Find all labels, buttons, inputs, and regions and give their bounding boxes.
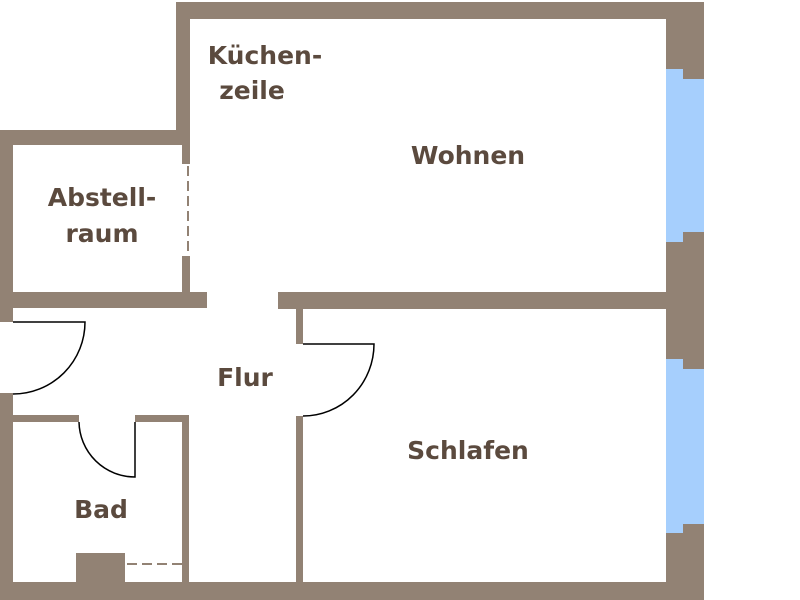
bath-top-wall-left <box>13 415 79 422</box>
bathroom-door[interactable] <box>78 421 136 478</box>
hallway-label: Flur <box>217 363 273 392</box>
storage-label-line1: Abstell- <box>48 183 157 212</box>
window-bedroom <box>666 359 704 533</box>
bath-top-wall-right <box>135 415 189 422</box>
storage-label-line2: raum <box>65 219 138 248</box>
kitchen-left-wall <box>176 2 190 145</box>
storage-right-wall-top <box>182 144 190 164</box>
bedroom-label: Schlafen <box>407 436 529 465</box>
top-wall <box>176 2 704 19</box>
storage-right-wall-bottom <box>182 256 190 296</box>
left-wall-lower <box>0 393 13 600</box>
left-wall-upper <box>0 130 13 322</box>
bedroom-wall-upper <box>296 308 303 344</box>
bedroom-door[interactable] <box>302 343 375 417</box>
window-living <box>666 69 704 242</box>
storage-top-wall <box>0 130 190 145</box>
bath-shaft <box>76 553 125 583</box>
kitchen-label-line1: Küchen- <box>208 41 322 70</box>
storage-hall-wall <box>0 292 207 308</box>
bathroom-label: Bad <box>74 495 128 524</box>
bath-right-wall <box>182 415 189 584</box>
kitchen-label-line2: zeile <box>219 76 285 105</box>
bottom-wall <box>0 582 704 600</box>
bedroom-wall-lower <box>296 416 303 584</box>
living-label: Wohnen <box>411 141 525 170</box>
living-bedroom-wall <box>278 292 668 309</box>
entrance-door[interactable] <box>12 321 86 395</box>
